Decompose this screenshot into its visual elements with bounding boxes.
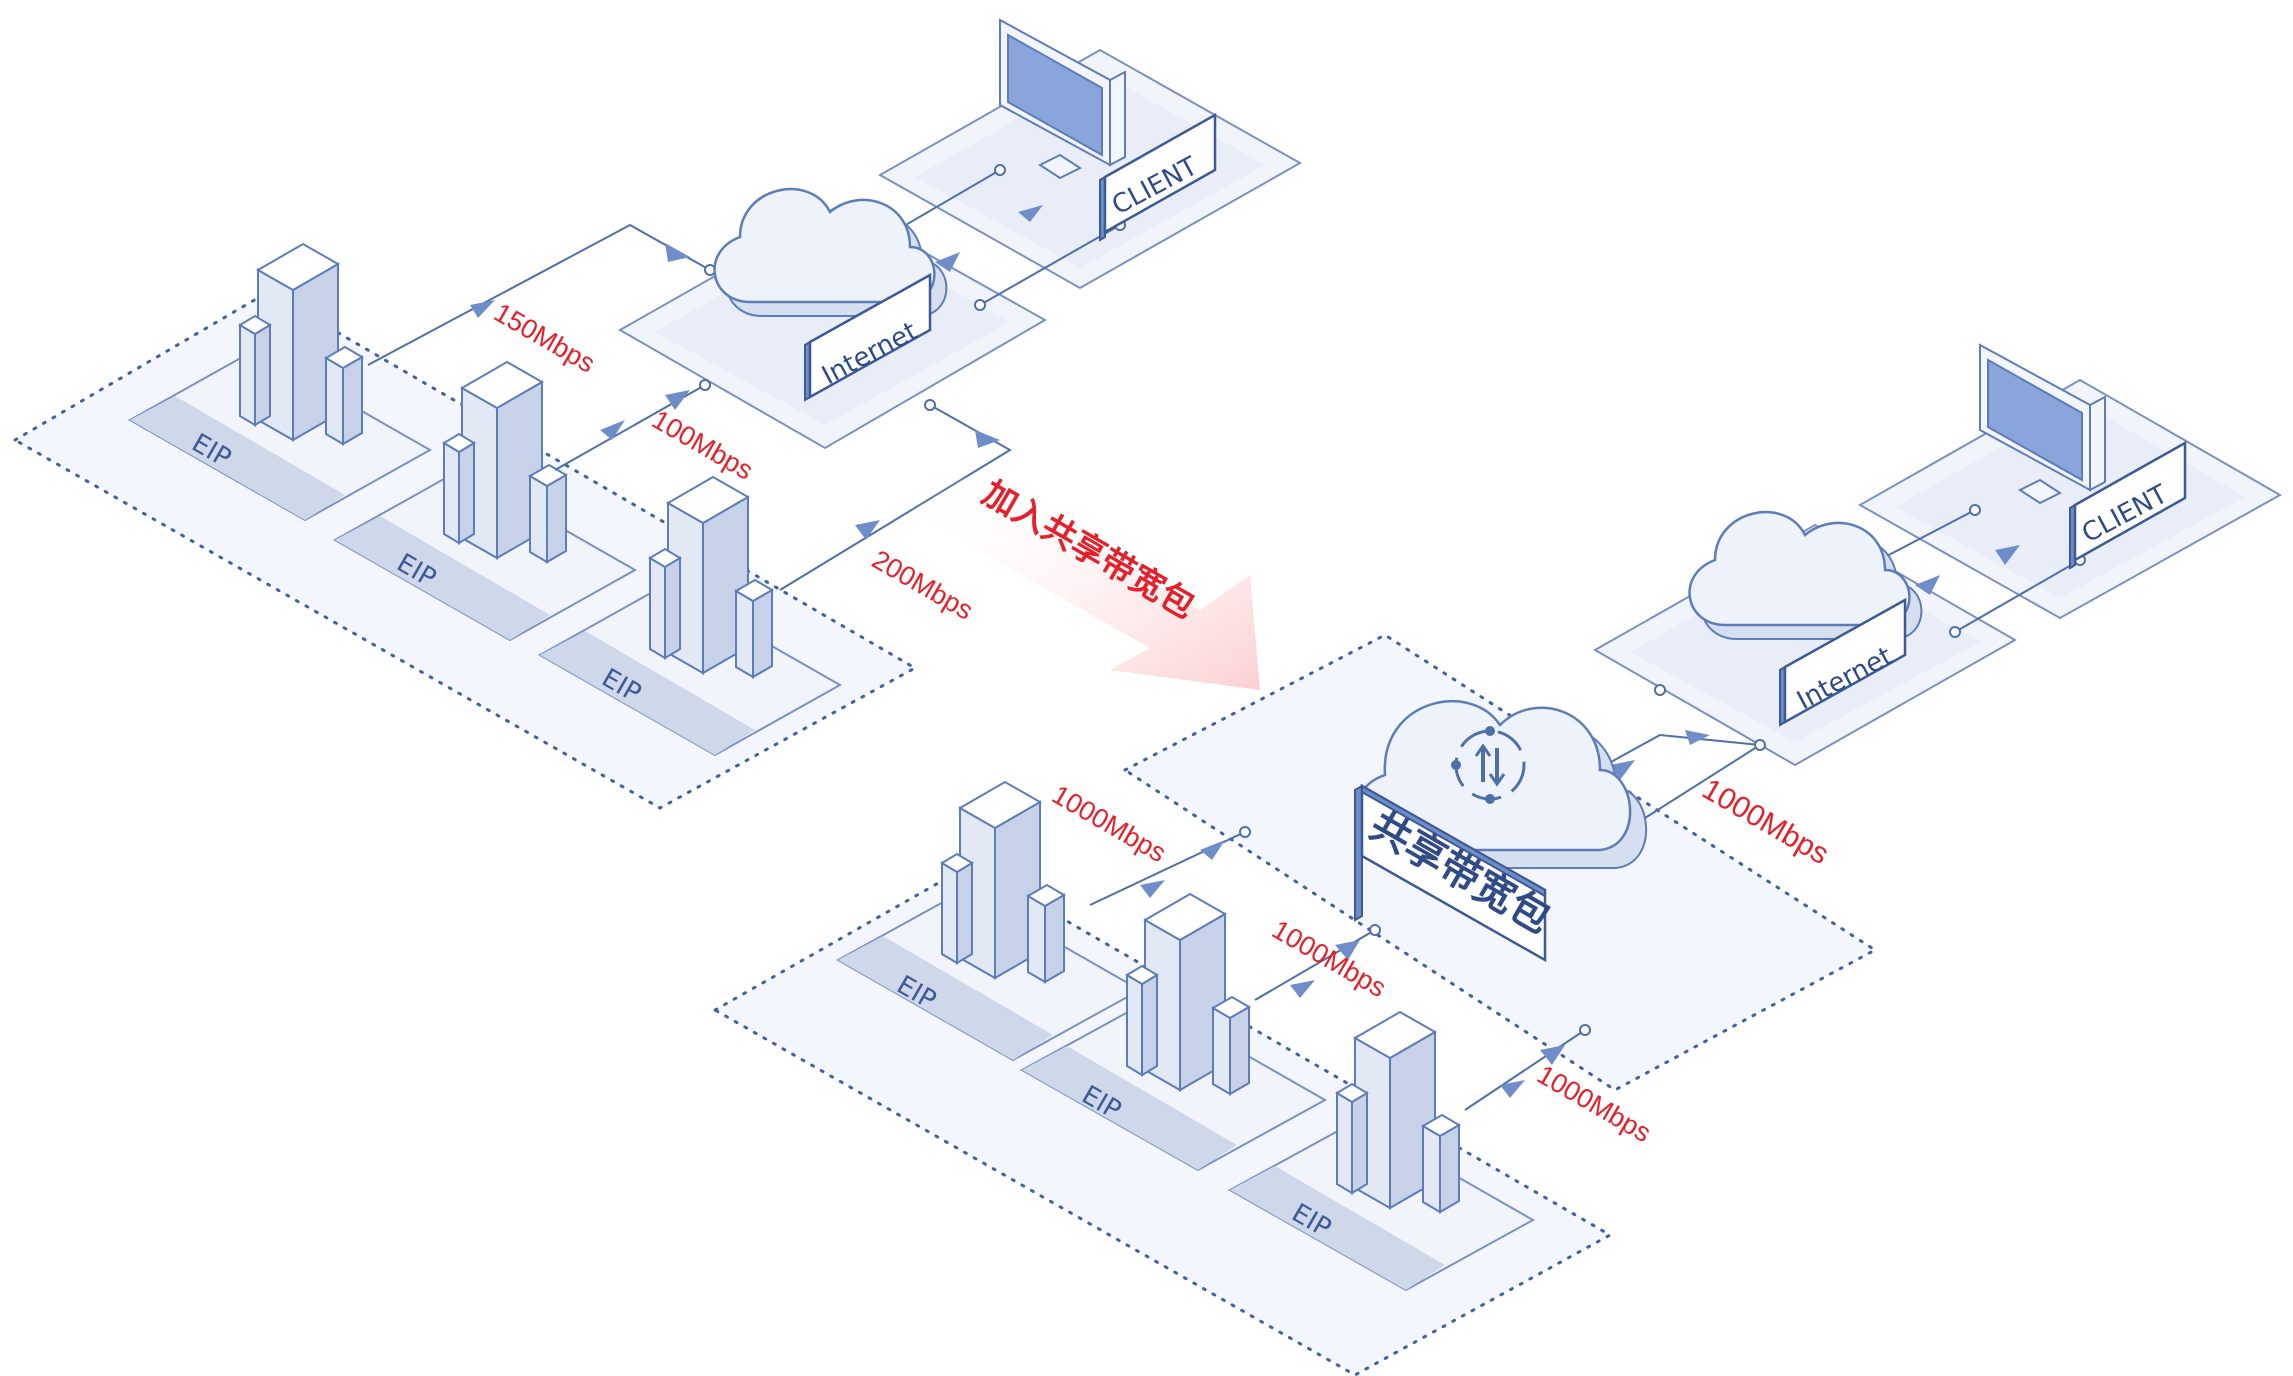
arrow-icon xyxy=(1915,575,1940,595)
arrow-icon xyxy=(1018,205,1043,222)
arrow-icon xyxy=(1500,1080,1525,1098)
eip-plate-before-2 xyxy=(332,468,638,642)
speed-label: 200Mbps xyxy=(867,544,978,626)
arrow-icon xyxy=(1540,1045,1565,1065)
arrow-icon xyxy=(665,243,690,262)
internet-tag-after xyxy=(1779,597,1907,727)
shared-bandwidth-tag xyxy=(1354,783,1547,963)
link-200 xyxy=(779,404,1012,591)
arrow-icon xyxy=(600,420,625,440)
speed-label: 1000Mbps xyxy=(1047,779,1171,868)
client-tag-after xyxy=(2069,440,2187,570)
monitor-icon xyxy=(1979,343,2106,505)
join-arrow xyxy=(910,475,1260,690)
arrow-icon xyxy=(470,300,495,318)
eip-plate-before-3 xyxy=(537,583,843,757)
arrow-icon xyxy=(855,520,880,540)
arrow-icon xyxy=(1290,980,1315,998)
eip-plate-after-3 xyxy=(1227,1118,1536,1292)
arrow-icon xyxy=(1685,730,1710,745)
arrow-icon xyxy=(665,390,690,410)
speed-label: 100Mbps xyxy=(647,404,758,486)
link-1000-c xyxy=(1464,1029,1586,1111)
arrow-icon xyxy=(1995,545,2020,565)
arrow-icon xyxy=(1335,940,1360,960)
building-icon xyxy=(941,781,1065,983)
arrow-icon xyxy=(1200,840,1225,860)
arrow-icon xyxy=(1610,760,1635,780)
building-icon xyxy=(1126,893,1250,1095)
monitor-icon xyxy=(999,18,1126,180)
arrow-icon xyxy=(975,430,1000,448)
internet-tag-before xyxy=(804,272,932,402)
building-icon xyxy=(1336,1011,1460,1213)
arrow-icon xyxy=(935,252,960,272)
link-uplink-2 xyxy=(1644,744,1761,819)
eip-plate-before-1 xyxy=(127,348,433,522)
arrow-icon xyxy=(1140,880,1165,898)
client-tag-before xyxy=(1099,112,1217,242)
